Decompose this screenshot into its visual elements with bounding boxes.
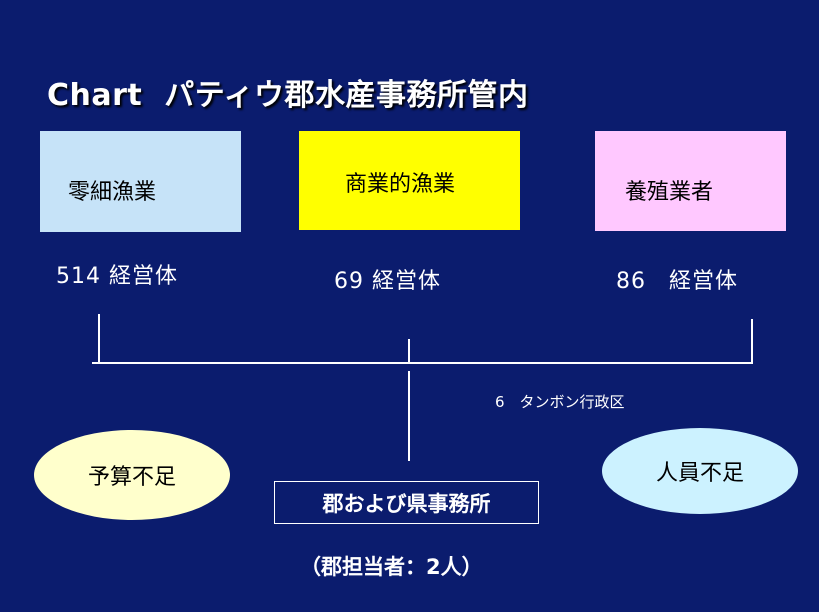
small-scale-fishery-label: 零細漁業 (68, 180, 157, 205)
connector-bar (92, 362, 753, 364)
title-prefix: Chart (47, 78, 143, 113)
staff-shortage-ellipse: 人員不足 (602, 428, 798, 514)
commercial-fishery-box: 商業的漁業 (299, 131, 520, 230)
staff-note: （郡担当者：2人） (300, 555, 483, 579)
small-scale-fishery-box: 零細漁業 (40, 131, 241, 232)
office-label: 郡および県事務所 (322, 491, 491, 516)
connector-center (408, 339, 410, 363)
title-text: パティウ郡水産事務所管内 (164, 78, 529, 113)
budget-shortage-label: 予算不足 (87, 465, 176, 490)
connector-left (98, 314, 100, 363)
commercial-count: 69 経営体 (334, 269, 441, 294)
connector-down (408, 371, 410, 461)
subdistricts-note: 6 タンボン行政区 (495, 393, 625, 411)
budget-shortage-ellipse: 予算不足 (34, 430, 230, 520)
office-box: 郡および県事務所 (274, 481, 539, 524)
page-title: Chart パティウ郡水産事務所管内 (47, 70, 528, 114)
connector-right (751, 319, 753, 363)
small-scale-count: 514 経営体 (56, 264, 178, 289)
aquaculture-label: 養殖業者 (625, 180, 714, 205)
staff-shortage-label: 人員不足 (655, 461, 744, 486)
aquaculture-box: 養殖業者 (595, 131, 786, 231)
commercial-fishery-label: 商業的漁業 (345, 172, 456, 197)
aquaculture-count: 86 経営体 (616, 269, 738, 294)
